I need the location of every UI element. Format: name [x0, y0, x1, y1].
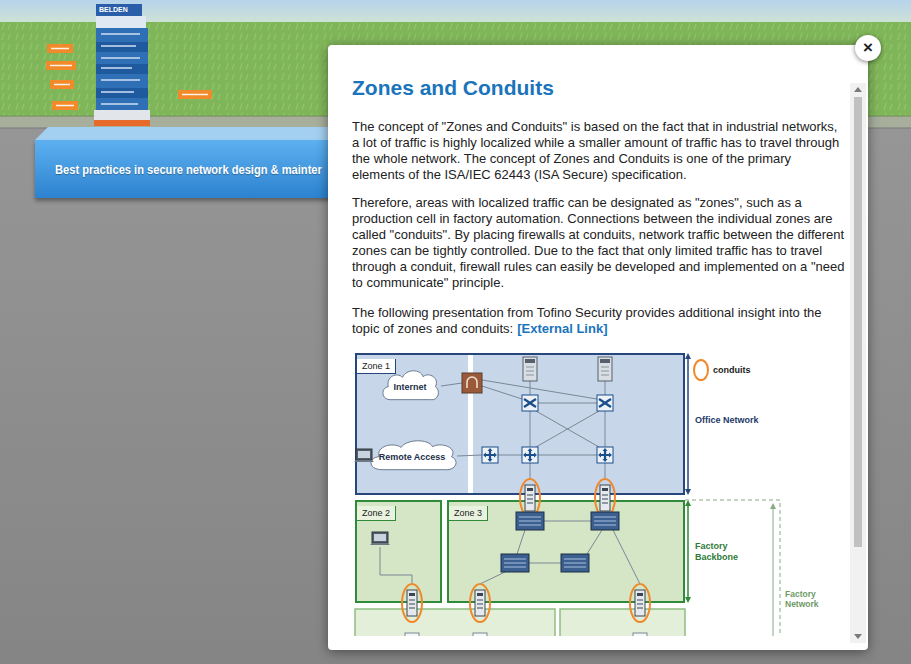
legend-sample — [694, 360, 708, 380]
zone-box: Zone 2 — [355, 500, 442, 603]
label-slot: Office Network — [695, 415, 759, 426]
zone-label: Zone 1 — [357, 359, 396, 374]
lower-zone — [560, 609, 685, 636]
close-button: × — [855, 35, 881, 61]
external-link: [External Link] — [517, 321, 607, 336]
network-figure: Zone 1InternetRemote AccessZone 2 Zone 3 — [355, 351, 845, 636]
span-label: Factory Network — [785, 589, 831, 609]
network-illustration — [355, 351, 845, 636]
zone-box: Zone 3 — [447, 500, 685, 603]
span-label: Office Network — [695, 415, 759, 426]
span-label: Factory Backbone — [695, 541, 747, 563]
label-slot: conduits — [713, 364, 751, 376]
span-brackets — [685, 353, 780, 636]
lower-zone — [355, 609, 555, 636]
label-slot: Factory Backbone — [695, 541, 747, 563]
cloud-label: Internet — [379, 368, 441, 393]
modal-title: Zones and Conduits — [352, 75, 846, 101]
zone-box: Zone 1InternetRemote Access — [355, 353, 685, 495]
zone-label: Zone 3 — [449, 506, 488, 521]
legend-text: conduits — [713, 364, 751, 376]
modal-text: Zones and ConduitsThe concept of "Zones … — [352, 75, 846, 337]
paragraph: The concept of "Zones and Conduits" is b… — [352, 119, 846, 183]
label-slot: BELDEN — [99, 5, 128, 14]
scrollbar — [850, 83, 866, 643]
firewall — [462, 373, 482, 393]
paragraph: Therefore, areas with localized traffic … — [352, 195, 846, 291]
label-slot: Factory Network — [785, 589, 831, 609]
zone-label: Zone 2 — [357, 506, 396, 521]
cloud-label: Remote Access — [365, 438, 460, 463]
cloud-shape: Remote Access — [365, 438, 460, 474]
network-wires — [380, 380, 640, 633]
modal-body: Zones and ConduitsThe concept of "Zones … — [328, 45, 848, 636]
banner-text: Best practices in secure network design … — [55, 141, 322, 199]
menu-tags — [46, 44, 212, 110]
paragraph: The following presentation from Tofino S… — [352, 305, 846, 337]
modal-dialog: Zones and ConduitsThe concept of "Zones … — [328, 45, 868, 650]
brand-label: BELDEN — [99, 5, 128, 14]
cloud-shape: Internet — [379, 368, 441, 404]
tower-illustration — [94, 4, 150, 126]
close-glyph: × — [855, 35, 881, 60]
